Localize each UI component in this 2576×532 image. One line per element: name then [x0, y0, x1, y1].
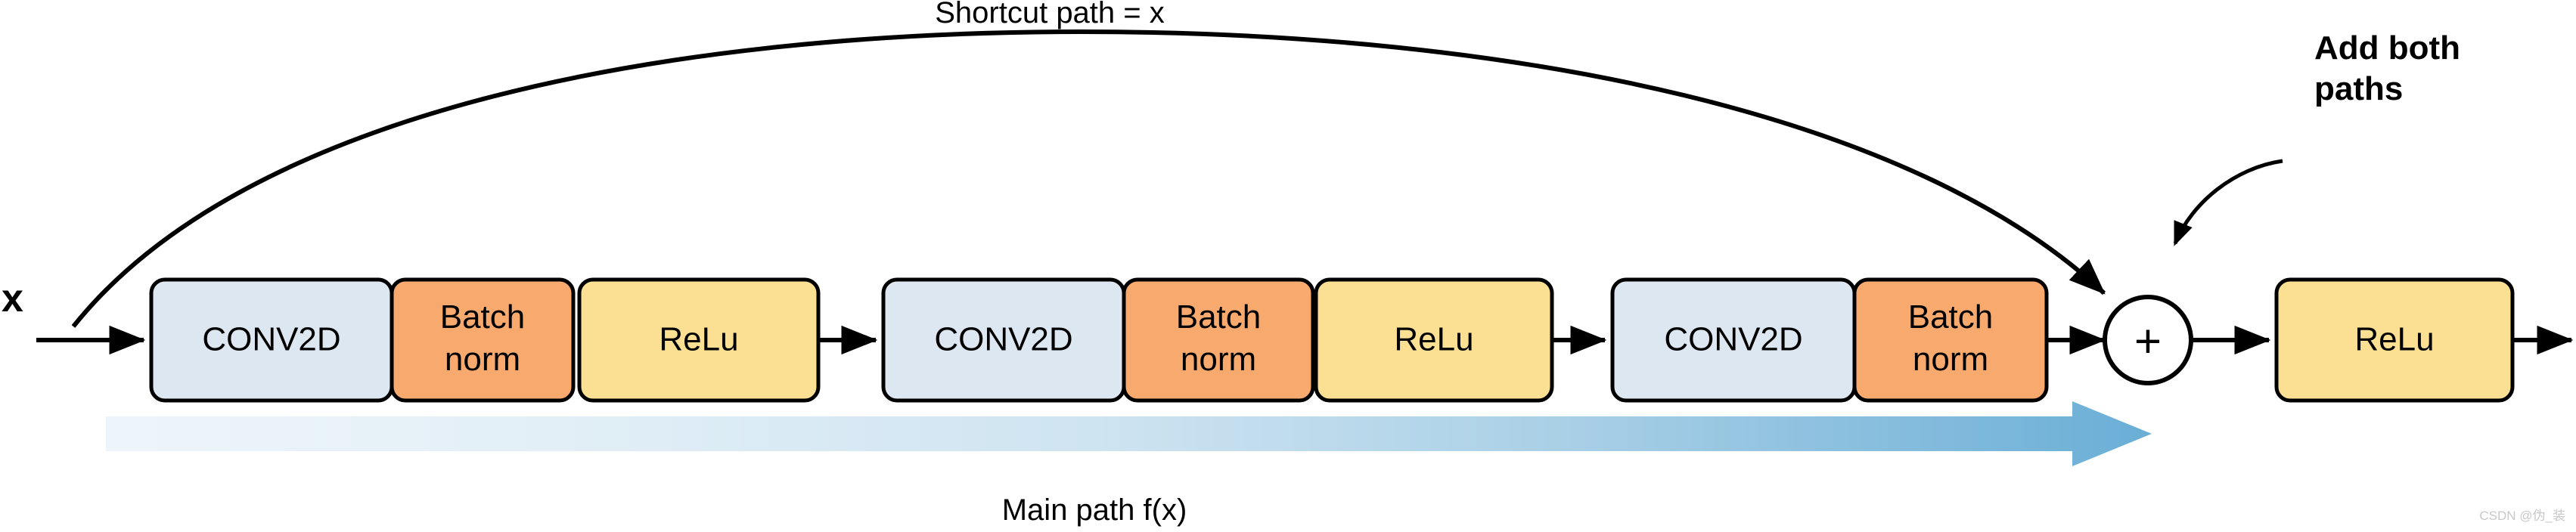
- block-label-batchnorm-3-line1: Batch: [1908, 298, 1994, 336]
- block-label-batchnorm-2-line2: norm: [1181, 341, 1256, 378]
- watermark-text: CSDN @伪_装: [2479, 509, 2565, 523]
- main-path-arrow: [106, 401, 2152, 466]
- add-node-symbol: +: [2134, 316, 2162, 368]
- block-conv2d-2[interactable]: CONV2D: [881, 277, 1126, 403]
- block-label-conv2d-3: CONV2D: [1664, 321, 1802, 358]
- main-path-label: Main path f(x): [1002, 493, 1187, 527]
- block-conv2d-1[interactable]: CONV2D: [149, 277, 394, 403]
- add-both-paths-label-line1: Add both: [2314, 29, 2460, 66]
- block-label-relu-output: ReLu: [2354, 321, 2434, 358]
- block-label-conv2d-2: CONV2D: [934, 321, 1072, 358]
- add-both-paths-label-line2: paths: [2314, 70, 2403, 107]
- block-label-batchnorm-2-line1: Batch: [1176, 298, 1262, 336]
- block-label-batchnorm-3-line2: norm: [1913, 341, 1988, 378]
- shortcut-path-curve: [71, 29, 2106, 328]
- block-label-batchnorm-1-line2: norm: [445, 341, 520, 378]
- add-both-paths-arrow: [2173, 159, 2283, 246]
- block-label-batchnorm-1-line1: Batch: [440, 298, 526, 336]
- block-conv2d-3[interactable]: CONV2D: [1610, 277, 1857, 403]
- block-batchnorm-2[interactable]: Batch norm: [1122, 277, 1315, 403]
- block-label-relu-1: ReLu: [659, 321, 738, 358]
- shortcut-path-label: Shortcut path = x: [935, 0, 1165, 29]
- block-label-relu-2: ReLu: [1394, 321, 1473, 358]
- block-relu-2[interactable]: ReLu: [1314, 277, 1554, 403]
- input-label-x: x: [2, 277, 23, 320]
- block-relu-output[interactable]: ReLu: [2274, 277, 2515, 403]
- block-relu-1[interactable]: ReLu: [577, 277, 821, 403]
- block-batchnorm-1[interactable]: Batch norm: [390, 277, 576, 403]
- block-batchnorm-3[interactable]: Batch norm: [1852, 277, 2049, 403]
- block-label-conv2d-1: CONV2D: [202, 321, 340, 358]
- add-node[interactable]: +: [2103, 295, 2193, 385]
